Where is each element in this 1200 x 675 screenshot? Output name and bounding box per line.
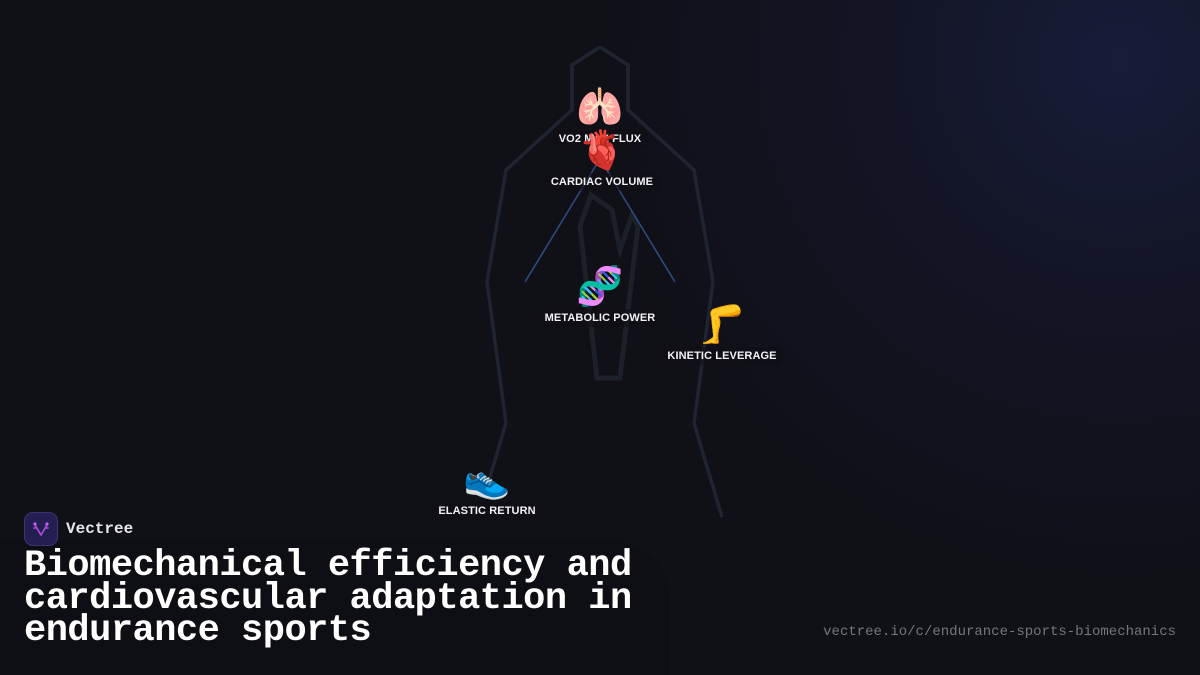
node-cardiac-volume[interactable]: 🫀 CARDIAC VOLUME [544, 130, 660, 191]
node-label: METABOLIC POWER [538, 309, 662, 327]
node-metabolic-power[interactable]: 🧬 METABOLIC POWER [538, 266, 662, 327]
brand: Vectree [24, 512, 133, 546]
lungs-icon: 🫁 [576, 87, 624, 129]
heart-icon: 🫀 [578, 130, 626, 172]
brand-name: Vectree [66, 520, 134, 538]
node-label: VO2 MAX FLUX [552, 130, 648, 148]
node-label: CARDIAC VOLUME [544, 173, 660, 191]
node-vo2-max-flux[interactable]: 🫁 VO2 MAX FLUX [552, 87, 648, 148]
running-shoe-icon: 👟 [463, 459, 511, 501]
brand-logo [24, 512, 58, 546]
body-outline-right [599, 45, 724, 518]
leg-icon: 🦵 [698, 304, 746, 346]
spine-shape [577, 191, 641, 381]
node-label: ELASTIC RETURN [432, 502, 542, 520]
node-kinetic-leverage[interactable]: 🦵 KINETIC LEVERAGE [661, 304, 783, 365]
node-label: KINETIC LEVERAGE [661, 347, 783, 365]
branching-vector-icon [33, 522, 49, 537]
title-backdrop [0, 540, 670, 675]
node-elastic-return[interactable]: 👟 ELASTIC RETURN [432, 459, 542, 520]
body-silhouette [485, 45, 724, 518]
body-outline-left [485, 45, 601, 488]
source-url[interactable]: vectree.io/c/endurance-sports-biomechani… [823, 624, 1176, 640]
page-title: Biomechanical efficiency and cardiovascu… [24, 545, 632, 652]
dna-icon: 🧬 [576, 266, 624, 308]
